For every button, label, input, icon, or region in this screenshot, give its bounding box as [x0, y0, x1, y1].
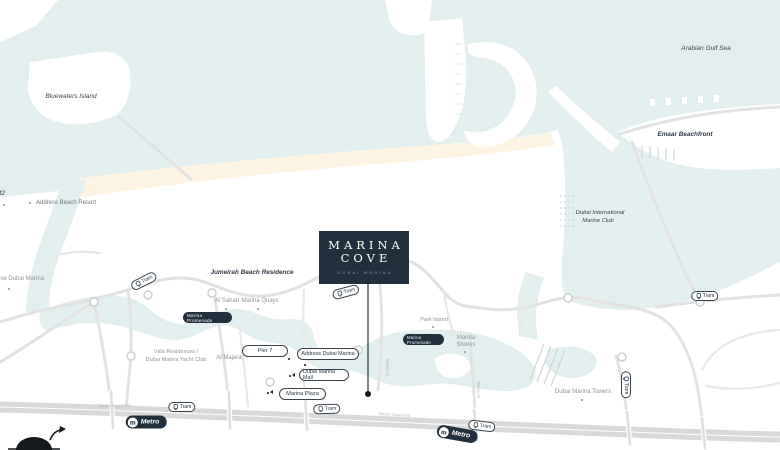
label-bluewaters-island: Bluewaters Island	[45, 93, 97, 100]
label-cove-dubai-marina-cut: ove Dubai Marina	[0, 276, 45, 282]
tram-badge-6[interactable]: Tram	[467, 419, 497, 433]
card-title-line1: MARINA	[328, 238, 404, 252]
label-jumeirah-beach-residence: Jumeirah Beach Residence	[210, 269, 294, 276]
poi-pill-marina-plaza[interactable]: Marina Plaza	[279, 388, 326, 400]
label-marina-quays: Marina Quays	[241, 298, 279, 304]
metro-icon: m	[127, 417, 138, 427]
card-title-line2: COVE	[340, 251, 392, 265]
label-m2-cut: M2	[0, 190, 6, 197]
road-label-sheikh-zayed-1: Sheikh Zayed Rd	[97, 402, 131, 409]
harbour-piers	[385, 0, 620, 152]
marina-cove-card[interactable]: MARINA COVE DUBAI MARINA	[319, 231, 409, 284]
road-centerline	[0, 406, 780, 438]
poi-pill-pier-7[interactable]: Pier 7	[242, 345, 288, 357]
tram-icon	[318, 406, 323, 413]
pier7-marker-dot	[288, 358, 290, 360]
marina-basin-east	[545, 346, 597, 379]
poi-label: Address Dubai Marina	[301, 351, 355, 357]
m2-marker-dot	[3, 204, 6, 207]
poi-pill-address-dubai-marina[interactable]: Address Dubai Marina	[297, 348, 359, 360]
label-dimc-line1: Dubai International	[575, 210, 625, 216]
beach	[66, 132, 555, 197]
tram-icon	[135, 280, 141, 288]
tram-icon	[696, 293, 701, 299]
tram-label: Tram	[702, 293, 715, 299]
metro-icon: m	[438, 425, 450, 438]
label-address-beach-resort: Address Beach Resort	[36, 200, 97, 206]
marina-channel	[26, 176, 86, 312]
poi-label: Pier 7	[257, 348, 273, 354]
tram-icon	[473, 422, 478, 429]
badge-marina-promenade-east[interactable]: Marina Promenade	[403, 334, 444, 345]
north-compass-icon	[8, 426, 66, 450]
badge-marina-promenade-west[interactable]: Marina Promenade	[183, 312, 232, 323]
marina-shores-dot	[464, 351, 467, 354]
peninsula-berths	[650, 95, 719, 106]
road-label-marsa-st-1: Marsa St	[384, 359, 390, 376]
mall-marker-dot	[289, 375, 291, 377]
tram-label: Tram	[179, 404, 192, 410]
metro-label: Metro	[451, 429, 471, 440]
tram-icon	[336, 290, 342, 297]
metro-label: Metro	[140, 418, 160, 426]
cove-dubai-marina-dot	[8, 288, 11, 291]
label-dimc-line2: Marine Club	[582, 218, 614, 224]
tram-badge-1[interactable]: Tram	[129, 270, 159, 292]
address-marker-dot	[304, 364, 306, 366]
label-dubai-marina-towers: Dubai Marina Towers	[554, 389, 612, 395]
label-marina-shores-line1: Marina	[456, 335, 476, 341]
tram-label: Tram	[623, 382, 629, 395]
label-emaar-beachfront: Emaar Beachfront	[657, 131, 713, 138]
tram-label: Tram	[343, 286, 356, 296]
badge-label: Marina Promenade	[407, 334, 432, 345]
marina-basin	[39, 295, 536, 392]
sea-water	[0, 0, 780, 310]
tram-badge-3[interactable]: Tram	[691, 291, 719, 301]
plaza-marker-dot	[267, 392, 269, 394]
tram-icon	[623, 376, 629, 381]
corner-land	[0, 0, 58, 42]
label-al-sahab: Al Sahab	[214, 298, 240, 304]
label-vida-line1: Vida Residences /	[153, 349, 199, 355]
park-island-shape	[434, 353, 471, 379]
poi-pill-dubai-marina-mall[interactable]: Dubai Marina Mall	[299, 369, 349, 381]
bluewaters-island-shape	[28, 51, 131, 125]
road-label-marsa-st-2: Marsa St	[475, 381, 481, 398]
address-beach-resort-dot	[29, 202, 32, 205]
park-island-dot	[432, 326, 435, 329]
mall-marker-arrow-icon	[292, 373, 295, 377]
marina-quays-dot	[257, 308, 260, 311]
label-park-island: Park Island	[420, 317, 448, 323]
tram-label: Tram	[324, 405, 337, 413]
badge-label: Marina Promenade	[187, 312, 213, 323]
poi-label: Marina Plaza	[286, 391, 319, 397]
label-marina-shores-line2: Shores	[456, 342, 476, 348]
label-arabian-gulf-sea: Arabian Gulf Sea	[681, 45, 731, 52]
dubai-marina-towers-dot	[581, 399, 584, 402]
plaza-marker-arrow-icon	[270, 390, 273, 394]
metro-badge-1[interactable]: m Metro	[125, 415, 167, 429]
tram-badge-4[interactable]: Tram	[168, 402, 196, 412]
dock-hatches	[455, 43, 675, 387]
al-sahab-dot	[225, 308, 228, 311]
tram-badge-2[interactable]: Tram	[331, 283, 361, 301]
tram-label: Tram	[479, 422, 492, 431]
label-al-majara: Al Majara	[216, 355, 242, 361]
poi-label: Dubai Marina Mall	[303, 369, 336, 381]
label-vida-line2: Dubai Marina Yacht Club	[145, 357, 207, 363]
tram-icon	[173, 404, 178, 410]
tram-badge-7[interactable]: Tram	[621, 371, 631, 399]
overpasses	[108, 389, 708, 450]
tram-badge-5[interactable]: Tram	[313, 403, 341, 415]
card-subtitle: DUBAI MARINA	[337, 270, 393, 275]
location-dot	[365, 391, 371, 397]
bluewaters-bridge	[117, 114, 193, 182]
